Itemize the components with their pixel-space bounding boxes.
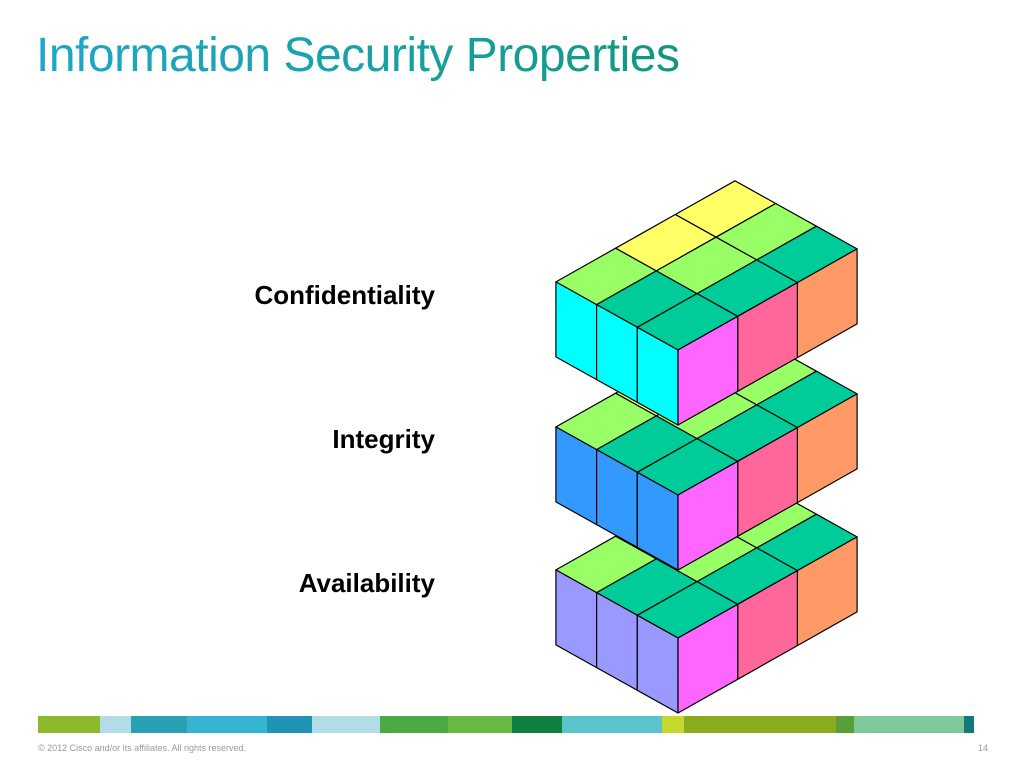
footer-bar-segment: [312, 716, 380, 733]
cube-layer-confidentiality: [555, 180, 858, 426]
footer-bar-segment: [100, 716, 131, 733]
copyright-text: © 2012 Cisco and/or its affiliates. All …: [38, 743, 247, 753]
footer-bar-segment: [38, 716, 100, 733]
footer-bar-segment: [836, 716, 854, 733]
availability-label: Availability: [298, 568, 435, 598]
footer-bar-segment: [187, 716, 267, 733]
footer-color-bar: [38, 716, 986, 733]
footer-bar-segment: [131, 716, 187, 733]
footer-bar-segment: [380, 716, 448, 733]
front-right-cell: [677, 603, 739, 714]
page-number: 14: [977, 743, 988, 753]
footer-bar-segment: [267, 716, 312, 733]
integrity-label: Integrity: [332, 424, 435, 454]
footer-bar-segment: [684, 716, 836, 733]
footer-bar-segment: [512, 716, 562, 733]
footer-bar-segment: [854, 716, 964, 733]
front-right-cell: [677, 315, 739, 426]
front-right-cell: [677, 460, 739, 571]
footer-bar-segment: [662, 716, 684, 733]
footer-bar-segment: [562, 716, 662, 733]
slide-title: Information Security Properties: [36, 29, 680, 82]
footer-bar-segment: [448, 716, 512, 733]
confidentiality-label: Confidentiality: [254, 280, 435, 310]
footer-bar-segment: [964, 716, 974, 733]
